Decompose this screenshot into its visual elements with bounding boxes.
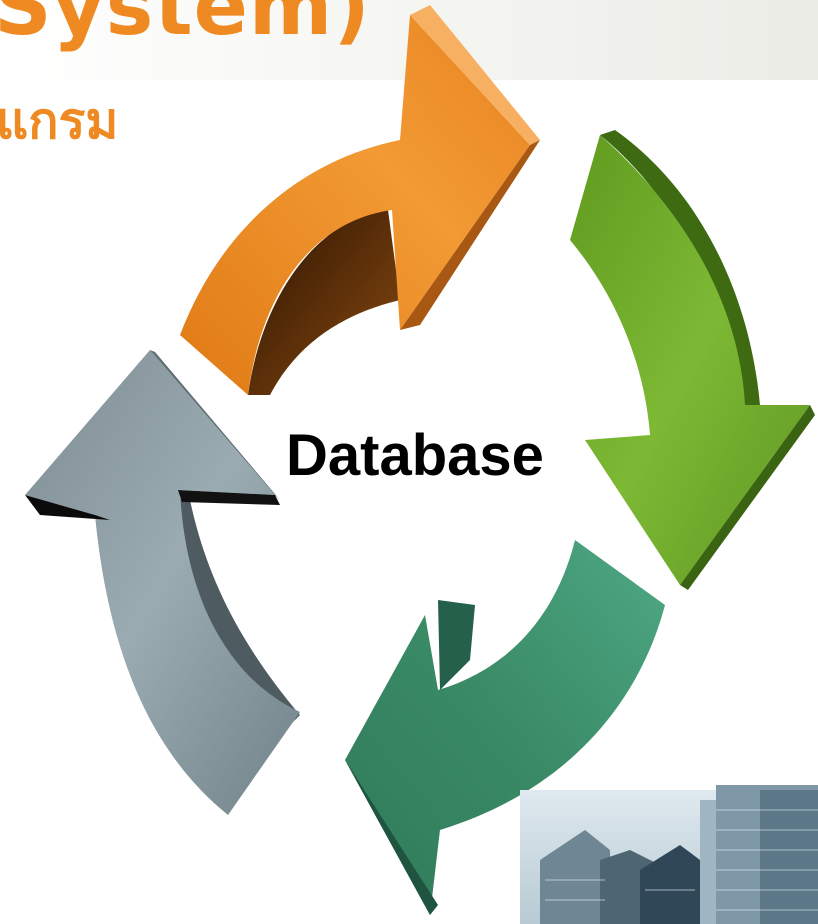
center-label: Database — [286, 423, 544, 488]
city-buildings-image — [520, 785, 818, 924]
right-arrow — [570, 130, 815, 590]
slide-title: System) — [0, 0, 371, 53]
left-arrow — [25, 350, 300, 815]
bottom-arrow — [345, 540, 665, 915]
slide-subtitle: แกรม — [0, 92, 119, 150]
top-arrow — [180, 5, 540, 395]
